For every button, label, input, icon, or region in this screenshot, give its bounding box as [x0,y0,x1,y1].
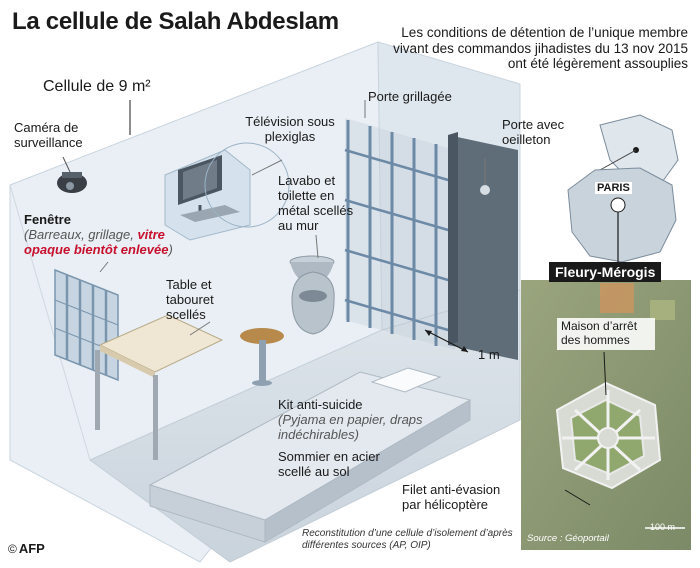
map-scale-label: 100 m [650,522,676,532]
camera-label: Caméra de surveillance [14,120,83,150]
afp-credit: ©AFP [8,541,45,556]
camera-icon [57,172,87,193]
location-label: Fleury-Mérogis [549,262,662,282]
page-title: La cellule de Salah Abdeslam [12,8,339,35]
stool [240,328,284,386]
net-label: Filet anti-évasion par hélicoptère [402,482,501,512]
kit-label: Kit anti-suicide (Pyjama en papier, drap… [278,397,438,443]
bed-label: Sommier en acier scellé au sol [278,449,380,479]
scale-bar [424,329,469,353]
window-label: Fenêtre (Barreaux, grillage, vitre opaqu… [24,212,184,258]
window-bars [54,268,119,382]
barred-door [344,118,456,350]
window-note: (Barreaux, grillage, [24,226,138,242]
france-map [599,114,679,186]
window-title: Fenêtre [24,212,71,227]
kit-note: (Pyjama en papier, draps indéchirables) [278,411,423,442]
cell-size-label: Cellule de 9 m² [43,78,151,95]
peephole-door [448,132,518,360]
window-note-highlight: vitre opaque bientôt enlevée [24,226,169,257]
tv-label: Télévision sous plexiglas [245,114,335,144]
building-label: Maison d’arrêt des hommes [557,318,655,350]
peephole-door-label: Porte avec oeilleton [502,117,565,147]
kit-title: Kit anti-suicide [278,397,363,412]
bed [148,367,472,543]
window-note-end: ) [168,241,173,257]
copyright-symbol: © [8,542,17,556]
afp-logo: AFP [18,541,45,556]
paris-label: PARIS [595,182,632,194]
sink-toilet [289,255,335,335]
page-subtitle: Les conditions de détention de l’unique … [393,25,688,72]
aerial-photo [521,280,691,550]
reconstruction-note: Reconstitution d’une cellule d’isolement… [302,528,513,551]
barred-door-label: Porte grillagée [368,89,452,104]
table [95,314,224,460]
sink-toilet-label: Lavabo et toilette en métal scellés au m… [278,173,354,233]
source-label: Source : Géoportail [527,533,609,544]
scale-label: 1 m [478,347,500,362]
table-label: Table et tabouret scellés [166,277,214,322]
tv-plexiglass [164,149,251,241]
